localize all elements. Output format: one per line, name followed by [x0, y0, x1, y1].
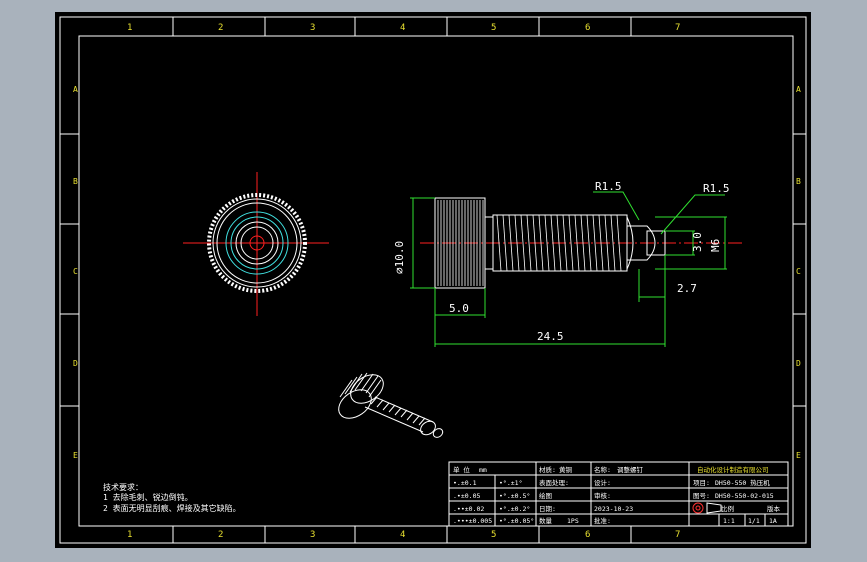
border-ticks — [60, 17, 806, 543]
row-label: E — [73, 451, 78, 460]
drawing-sheet: 1 2 3 4 5 6 7 1 2 3 4 5 6 7 A B C D E A … — [55, 12, 811, 548]
rev-value: 1A — [769, 517, 777, 525]
tech-notes-line2: 2 表面无明显刮痕、焊接及其它缺陷。 — [103, 503, 241, 513]
name-label: 名称: — [594, 465, 611, 474]
tech-notes-title: 技术要求： — [103, 482, 143, 492]
date-label: 日期: — [539, 505, 556, 513]
row-labels-left: A B C D E — [73, 85, 78, 460]
dim-radius-right: R1.5 — [703, 182, 730, 195]
rev-label: 版本 — [767, 504, 781, 513]
scale-label: 比例 — [721, 504, 734, 513]
col-label: 7 — [675, 23, 680, 33]
col-label: 4 — [400, 23, 405, 33]
row-label: C — [73, 267, 78, 276]
col-label: 2 — [218, 530, 223, 540]
title-block-texts: 单 位 mm •.±0.1 •°.±1° .•±0.05 •°.±0.5° .•… — [453, 465, 781, 525]
col-label: 2 — [218, 23, 223, 33]
drawing-no-value: DH50-550-02-015 — [715, 492, 774, 500]
row-label: B — [73, 177, 78, 186]
dim-total-length: 24.5 — [537, 330, 564, 343]
technical-notes: 技术要求： 1 去除毛刺、锐边倒钝。 2 表面无明显刮痕、焊接及其它缺陷。 — [103, 482, 241, 513]
unit-value: mm — [479, 466, 487, 474]
material-value: 黄铜 — [559, 465, 573, 474]
surface-label: 表面处理: — [539, 478, 569, 487]
tolerance-linear: .•••±0.005 — [453, 517, 492, 525]
approver-label: 批准: — [594, 516, 611, 525]
thread-lines — [496, 214, 622, 272]
company-name: 自动化设计制造有限公司 — [697, 465, 769, 474]
col-label: 1 — [127, 530, 132, 540]
threaded-shank — [492, 214, 628, 272]
tolerance-angular: •°.±0.2° — [499, 505, 530, 513]
dimension-lines — [410, 191, 727, 347]
inner-frame — [78, 35, 794, 527]
reviewer-label: 审核: — [594, 491, 611, 500]
outer-frame — [59, 16, 807, 544]
unit-label: 单 位 — [453, 465, 470, 474]
row-label: E — [796, 451, 801, 460]
col-label: 4 — [400, 530, 405, 540]
dim-thread: M6 — [709, 239, 722, 252]
col-label: 5 — [491, 530, 496, 540]
drawing-no-label: 图号: — [693, 492, 710, 500]
qty-label: 数量 — [539, 516, 553, 525]
tech-notes-line1: 1 去除毛刺、锐边倒钝。 — [103, 492, 193, 502]
drawing-canvas: 1 2 3 4 5 6 7 1 2 3 4 5 6 7 A B C D E A … — [59, 16, 807, 544]
col-label: 5 — [491, 23, 496, 33]
col-label: 3 — [310, 23, 315, 33]
isometric-view — [338, 372, 444, 438]
tolerance-angular: •°.±0.05° — [499, 517, 534, 525]
row-label: C — [796, 267, 801, 276]
dim-tip-length: 2.7 — [677, 282, 697, 295]
row-label: B — [796, 177, 801, 186]
tolerance-angular: •°.±1° — [499, 479, 522, 487]
dim-tip-diameter: 3.0 — [691, 232, 704, 252]
row-label: A — [796, 85, 801, 94]
dim-head-length: 5.0 — [449, 302, 469, 315]
dim-radius-left: R1.5 — [595, 180, 622, 193]
sheet-value: 1/1 — [748, 517, 760, 525]
col-label: 3 — [310, 530, 315, 540]
knurling — [437, 200, 484, 286]
side-view — [420, 197, 743, 289]
dim-diameter: ⌀10.0 — [393, 241, 406, 274]
row-label: D — [796, 359, 801, 368]
row-label: A — [73, 85, 78, 94]
designer-label: 设计: — [594, 478, 611, 487]
column-labels-bottom: 1 2 3 4 5 6 7 — [127, 530, 680, 540]
tolerance-angular: •°.±0.5° — [499, 492, 530, 500]
project-value: DH50-550 热压机 — [715, 478, 770, 487]
title-block-grid — [448, 461, 789, 527]
row-label: D — [73, 359, 78, 368]
projection-symbol-icon — [692, 502, 722, 514]
tolerance-linear: .•±0.05 — [453, 492, 480, 500]
tolerance-linear: •.±0.1 — [453, 479, 477, 487]
row-labels-right: A B C D E — [796, 85, 801, 460]
tolerance-linear: .••±0.02 — [453, 505, 484, 513]
col-label: 1 — [127, 23, 132, 33]
material-label: 材质: — [539, 465, 556, 474]
qty-value: 1PS — [567, 517, 579, 525]
date-value: 2023-10-23 — [594, 505, 633, 513]
drawer-label: 绘图 — [539, 491, 552, 500]
scale-value: 1:1 — [723, 517, 735, 525]
col-label: 6 — [585, 23, 590, 33]
column-labels-top: 1 2 3 4 5 6 7 — [127, 23, 680, 33]
col-label: 6 — [585, 530, 590, 540]
project-label: 项目: — [693, 479, 710, 487]
end-view — [183, 172, 329, 316]
col-label: 7 — [675, 530, 680, 540]
name-value: 调整螺钉 — [617, 465, 644, 474]
dimension-texts: ⌀10.0 5.0 24.5 R1.5 R1.5 3.0 M6 2.7 — [393, 180, 730, 343]
